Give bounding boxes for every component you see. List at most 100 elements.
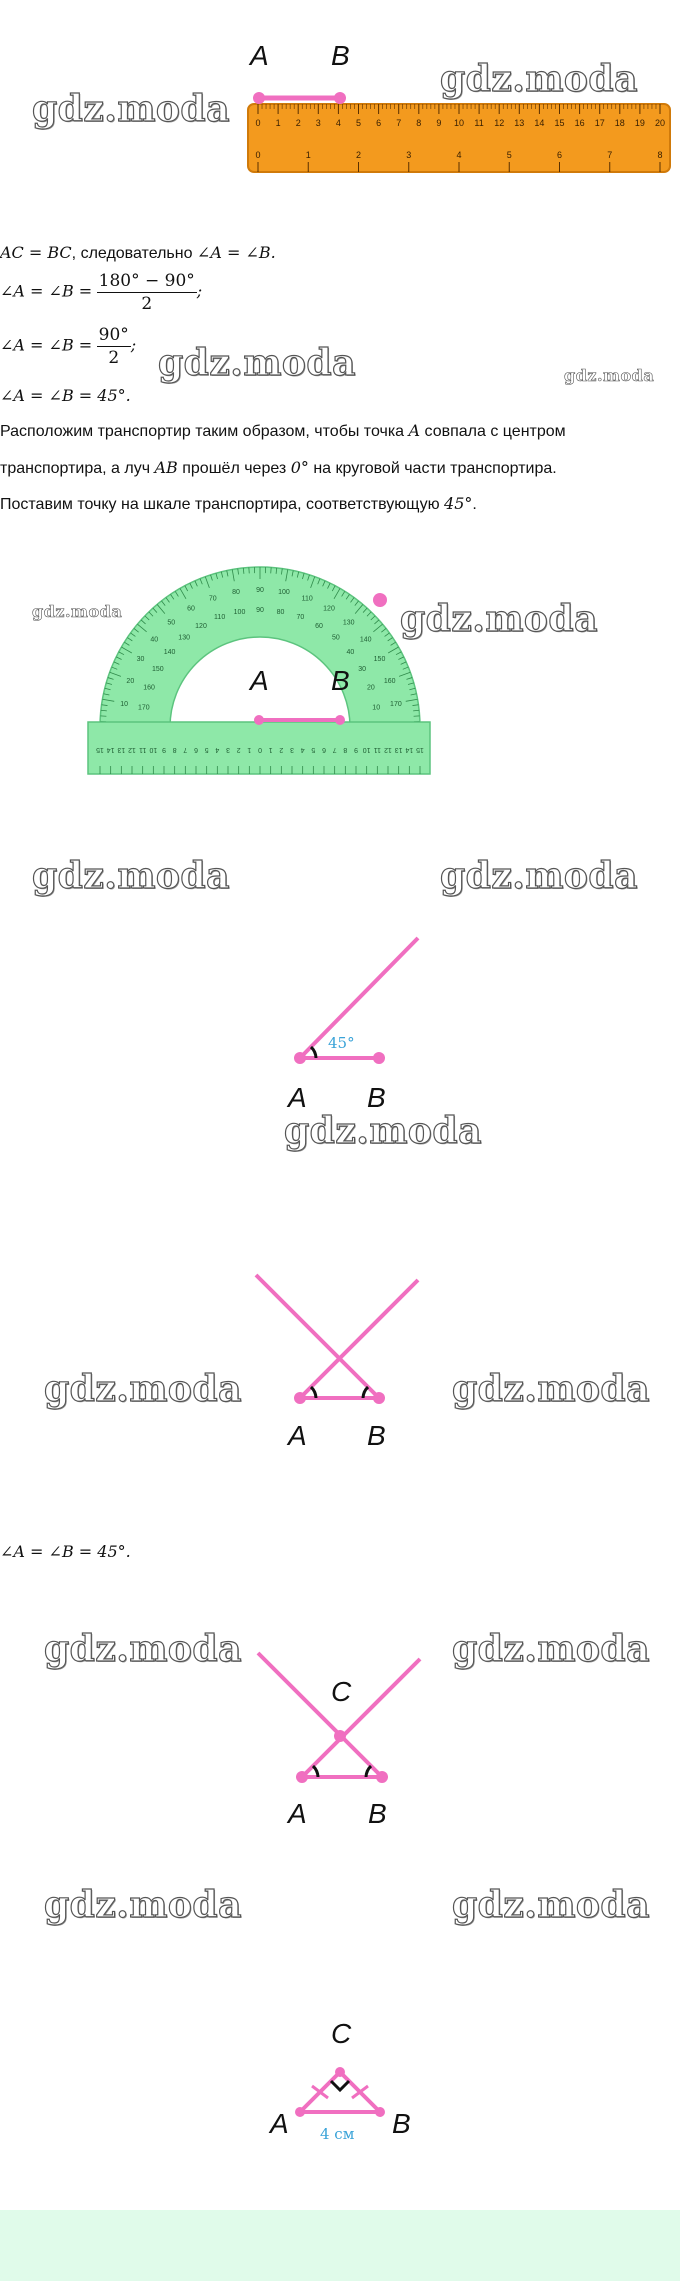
triangle-drawing	[256, 1651, 422, 1783]
protractor-tick-label: 90	[256, 587, 264, 594]
point-b	[335, 715, 345, 725]
text-line-3: ∠A = ∠B = 90°2;	[0, 324, 136, 369]
final-triangle-drawing	[295, 2067, 385, 2117]
protractor-base-tick-label: 4	[215, 746, 219, 753]
point-label-a: A	[288, 1420, 307, 1451]
math-lhs: ∠A = ∠B =	[0, 335, 93, 355]
protractor-base-tick-label: 10	[149, 746, 157, 753]
protractor-tick	[204, 576, 210, 589]
protractor-base-tick-label: 6	[194, 746, 198, 753]
protractor-tick	[210, 574, 213, 581]
protractor-base-tick-label: 3	[290, 746, 294, 753]
protractor-tick-label: 50	[332, 635, 340, 642]
paragraph-line-1: Расположим транспортир таким образом, чт…	[0, 420, 566, 443]
ruler-tick-label: 15	[554, 118, 564, 128]
protractor-tick	[165, 597, 170, 603]
footer-bar	[0, 2210, 680, 2281]
ray-a	[300, 1657, 422, 1779]
protractor-base-tick-label: 3	[226, 746, 230, 753]
math-span: AB	[154, 458, 178, 477]
point-c	[334, 1730, 346, 1742]
protractor-tick	[101, 704, 108, 706]
protractor-tick	[322, 580, 326, 587]
watermark: gdz.moda	[399, 597, 598, 640]
protractor-tick	[106, 682, 113, 685]
protractor-tick	[362, 607, 368, 613]
protractor-base-tick-label: 8	[173, 746, 177, 753]
protractor-tick	[104, 687, 111, 691]
protractor-illustration: 0180101702016030150401405013060120701108…	[87, 566, 431, 775]
protractor-tick	[242, 567, 245, 574]
protractor-tick	[100, 709, 107, 712]
protractor-base-tick-label: 13	[395, 746, 403, 753]
point-label-c: C	[331, 1676, 352, 1707]
protractor-base-tick-label: 7	[183, 746, 187, 753]
semicolon: ;	[130, 335, 137, 355]
protractor-base-tick-label: 0	[258, 746, 262, 753]
protractor-tick	[402, 666, 409, 670]
point-label-a: A	[270, 2108, 289, 2139]
protractor-tick	[387, 637, 393, 642]
paragraph-line-2: транспортира, а луч AB прошёл через 0° н…	[0, 457, 557, 480]
point-a	[296, 1771, 308, 1783]
protractor-tick-label: 30	[358, 666, 366, 673]
protractor-tick	[374, 619, 380, 625]
watermark: gdz.moda	[439, 854, 638, 897]
protractor-tick	[113, 661, 120, 665]
watermark: gdz.moda	[43, 1883, 242, 1926]
watermark: gdz.moda	[451, 1367, 650, 1410]
ray-b	[254, 1273, 381, 1400]
protractor-tick	[370, 615, 376, 621]
text-span: на круговой части транспортира.	[308, 460, 557, 477]
protractor-tick	[387, 646, 399, 654]
math-ac-bc: AC = BC	[0, 243, 72, 262]
protractor-base-tick-label: 1	[269, 746, 273, 753]
protractor-tick	[285, 569, 289, 582]
protractor-tick	[302, 573, 305, 580]
watermark-small: gdz.moda	[564, 366, 655, 386]
protractor-base-tick-label: 15	[96, 746, 104, 753]
protractor-tick	[407, 682, 414, 685]
protractor-tick-label: 40	[346, 649, 354, 656]
protractor-tick-label: 140	[360, 636, 372, 643]
protractor-tick-label: 150	[374, 656, 386, 663]
angle-drawing-45	[294, 936, 420, 1064]
math-angles-equal: ∠A = ∠B.	[196, 243, 276, 262]
protractor-tick-label: 120	[195, 623, 207, 630]
protractor-tick-label: 160	[143, 685, 155, 692]
protractor-tick-label: 130	[343, 619, 355, 626]
protractor-tick-label: 100	[278, 589, 290, 596]
angle-arc-a	[311, 1764, 320, 1778]
ruler-tick-label: 7	[607, 150, 612, 160]
protractor-tick	[409, 687, 416, 691]
protractor-tick-label: 10	[372, 705, 380, 712]
protractor-tick-label: 90	[256, 607, 264, 614]
protractor-tick-label: 150	[152, 666, 164, 673]
point-label-b: B	[392, 2108, 411, 2139]
protractor-tick	[296, 571, 300, 578]
math-span: 0°	[290, 458, 309, 477]
protractor-tick	[189, 583, 193, 589]
protractor-tick	[226, 570, 229, 577]
protractor-tick	[400, 661, 407, 665]
protractor-tick	[107, 677, 114, 680]
protractor-tick-label: 30	[137, 656, 145, 663]
protractor-tick	[310, 576, 316, 589]
protractor-base-tick-label: 7	[333, 746, 337, 753]
protractor-tick	[199, 578, 203, 585]
fraction-numerator: 90°	[96, 325, 131, 347]
ruler-tick-label: 13	[514, 118, 524, 128]
point-a	[294, 1392, 306, 1404]
ruler-tick-label: 0	[255, 150, 260, 160]
protractor-tick-label: 110	[214, 614, 225, 621]
protractor-tick	[161, 600, 166, 606]
protractor-tick	[341, 591, 346, 597]
watermark: gdz.moda	[43, 1367, 242, 1410]
ruler-tick-label: 19	[635, 118, 645, 128]
protractor-tick	[327, 583, 331, 589]
point-label-a: A	[250, 40, 269, 71]
protractor-tick	[121, 646, 133, 654]
protractor-base	[87, 721, 431, 775]
